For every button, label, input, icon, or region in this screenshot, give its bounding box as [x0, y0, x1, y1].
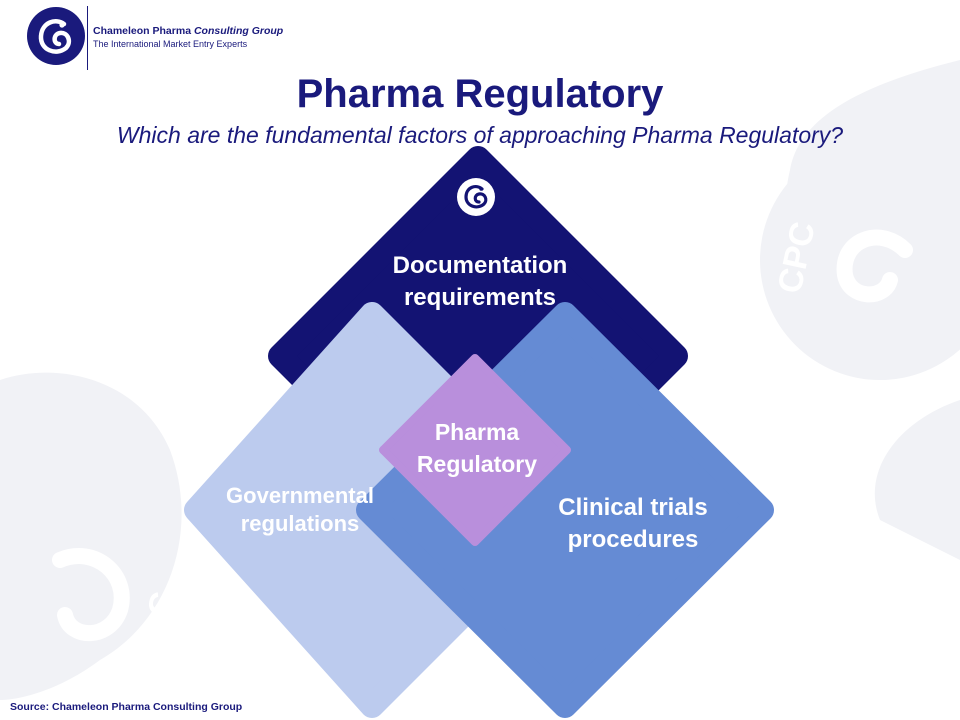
label-documentation-requirements: Documentation requirements: [330, 250, 630, 314]
page-subtitle: Which are the fundamental factors of app…: [116, 122, 844, 148]
label-right-line1: Clinical trials: [558, 494, 708, 521]
label-governmental-regulations: Governmental regulations: [190, 482, 410, 538]
label-center-line2: Regulatory: [416, 451, 538, 477]
company-name: Chameleon Pharma Consulting Group: [93, 25, 283, 37]
label-clinical-trials-procedures: Clinical trials procedures: [513, 492, 753, 556]
company-name-suffix: Consulting Group: [193, 25, 284, 37]
label-top-line2: requirements: [403, 284, 557, 311]
diamond-center: [379, 354, 571, 546]
company-tagline: The International Market Entry Experts: [93, 39, 248, 49]
page-title: Pharma Regulatory: [296, 72, 664, 116]
chameleon-logo-icon: [27, 7, 85, 65]
label-center-line1: Pharma: [434, 419, 520, 445]
chameleon-icon: [457, 178, 495, 216]
label-pharma-regulatory: Pharma Regulatory: [397, 416, 557, 480]
source-note: Source: Chameleon Pharma Consulting Grou…: [10, 701, 243, 713]
label-right-line2: procedures: [567, 526, 699, 553]
label-top-line1: Documentation: [392, 252, 568, 279]
logo-divider: [87, 6, 88, 70]
label-left-line2: regulations: [240, 511, 360, 536]
label-left-line1: Governmental: [226, 483, 374, 508]
company-name-main: Chameleon Pharma: [93, 25, 192, 37]
